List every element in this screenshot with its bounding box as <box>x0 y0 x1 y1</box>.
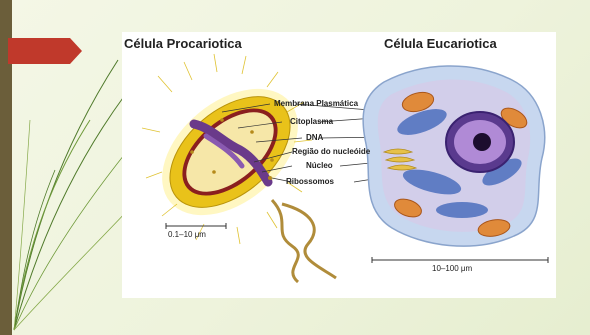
cells-illustration <box>122 32 556 298</box>
eukaryote-scale: 10–100 μm <box>432 264 472 273</box>
label-citoplasma: Citoplasma <box>290 117 333 126</box>
label-dna: DNA <box>306 133 323 142</box>
label-nucleoide: Região do nucleóide <box>292 147 370 156</box>
accent-arrow <box>8 38 82 64</box>
prokaryote-scale: 0.1–10 μm <box>168 230 206 239</box>
eukaryote-cell <box>363 66 548 263</box>
label-membrana: Membrana Plasmática <box>274 99 358 108</box>
label-ribossomos: Ribossomos <box>286 177 334 186</box>
label-nucleo: Núcleo <box>306 161 333 170</box>
eukaryote-title: Célula Eucariotica <box>384 36 497 51</box>
prokaryote-title: Célula Procariotica <box>124 36 242 51</box>
